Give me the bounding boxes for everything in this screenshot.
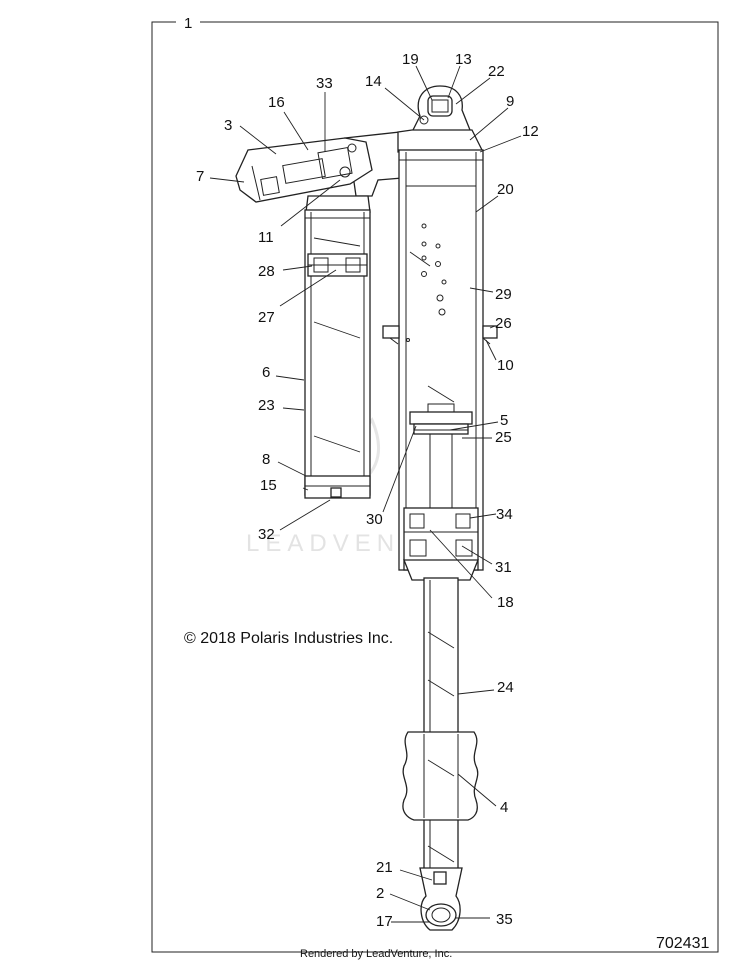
callout-labels: 19 13 22 33 14 9 16 3 12 7 20 11 28 29 2… <box>196 51 539 930</box>
callout-32: 32 <box>258 526 275 543</box>
callout-9: 9 <box>506 93 514 110</box>
shaft-assembly <box>402 577 479 931</box>
top-eyelet <box>410 85 471 133</box>
main-body-assembly <box>382 85 498 581</box>
callout-7: 7 <box>196 168 204 185</box>
callout-4: 4 <box>500 799 508 816</box>
callout-22: 22 <box>488 63 505 80</box>
callout-21: 21 <box>376 859 393 876</box>
copyright-text: © 2018 Polaris Industries Inc. <box>184 630 393 647</box>
callout-28: 28 <box>258 263 275 280</box>
callout-19: 19 <box>402 51 419 68</box>
assembly-label: 1 <box>184 15 192 32</box>
callout-30: 30 <box>366 511 383 528</box>
callout-6: 6 <box>262 364 270 381</box>
callout-26: 26 <box>495 315 512 332</box>
callout-12: 12 <box>522 123 539 140</box>
callout-35: 35 <box>496 911 513 928</box>
callout-2: 2 <box>376 885 384 902</box>
callout-13: 13 <box>455 51 472 68</box>
callout-33: 33 <box>316 75 333 92</box>
callout-15: 15 <box>260 477 277 494</box>
callout-17: 17 <box>376 913 393 930</box>
callout-24: 24 <box>497 679 514 696</box>
assembly-border: 1 <box>151 15 719 953</box>
callout-14: 14 <box>365 73 382 90</box>
callout-11: 11 <box>258 229 274 246</box>
callout-20: 20 <box>497 181 514 198</box>
callout-3: 3 <box>224 117 232 134</box>
document-number: 702431 <box>656 935 709 952</box>
callout-5: 5 <box>500 412 508 429</box>
reservoir-assembly <box>235 131 403 499</box>
callout-27: 27 <box>258 309 275 326</box>
callout-34: 34 <box>496 506 513 523</box>
callout-25: 25 <box>495 429 512 446</box>
callout-23: 23 <box>258 397 275 414</box>
callout-18: 18 <box>497 594 514 611</box>
callout-8: 8 <box>262 451 270 468</box>
callout-10: 10 <box>497 357 514 374</box>
callout-31: 31 <box>495 559 512 576</box>
leader-lines <box>209 65 522 923</box>
callout-29: 29 <box>495 286 512 303</box>
footer-text: Rendered by LeadVenture, Inc. <box>300 948 452 960</box>
callout-16: 16 <box>268 94 285 111</box>
